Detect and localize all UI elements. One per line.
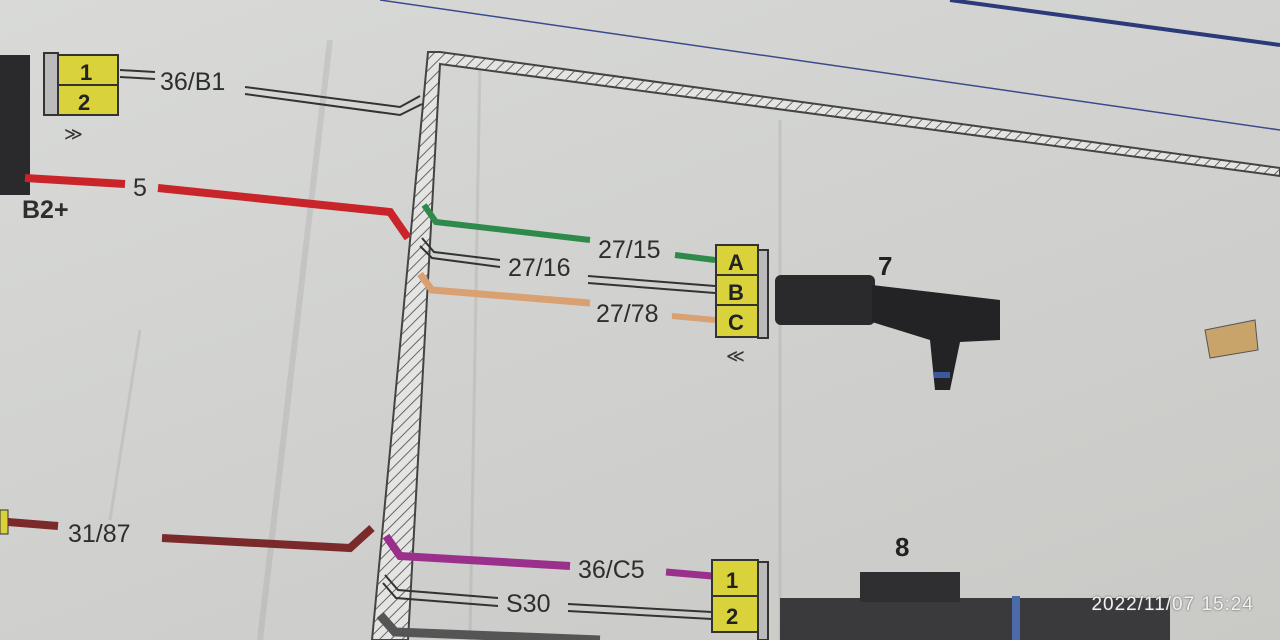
- wire-label: S30: [506, 590, 550, 618]
- pin-label: 1: [726, 568, 738, 593]
- wire-label: 36/C5: [578, 556, 645, 584]
- pin-label: 2: [78, 90, 90, 115]
- connector-7: A B C ≪: [715, 244, 769, 366]
- pin-label: 2: [726, 604, 738, 629]
- wire-label: 27/16: [508, 254, 571, 282]
- sensor-8: [780, 572, 1170, 640]
- component-body: [0, 55, 30, 195]
- wire-label: 27/78: [596, 300, 659, 328]
- wire-label: 5: [133, 174, 147, 202]
- border-line: [949, 0, 1280, 47]
- wire: [376, 612, 601, 640]
- wire-label: 36/B1: [160, 68, 225, 96]
- pin-label: A: [728, 250, 744, 275]
- border-line: [379, 0, 1280, 131]
- wire-label: 31/87: [68, 520, 131, 548]
- pin-label: 1: [80, 60, 92, 85]
- connector-top: 1 2 ≫: [0, 52, 119, 195]
- plug-symbol-icon: ≪: [726, 346, 745, 366]
- pressure-sensor-7: [775, 275, 1000, 390]
- wire-label: 27/15: [598, 236, 661, 264]
- background-ghost-lines: [108, 39, 782, 640]
- terminal-label: B2+: [22, 196, 69, 224]
- component-number: 8: [895, 532, 909, 562]
- plug-symbol-icon: ≫: [64, 124, 83, 144]
- component-part: [1204, 319, 1259, 359]
- component-number: 7: [878, 251, 892, 281]
- pin-label: C: [728, 310, 744, 335]
- connector-8: 1 2: [711, 559, 769, 640]
- photo-timestamp: 2022/11/07 15:24: [1091, 594, 1254, 615]
- harness-shield: [370, 51, 1280, 640]
- pin-label: B: [728, 280, 744, 305]
